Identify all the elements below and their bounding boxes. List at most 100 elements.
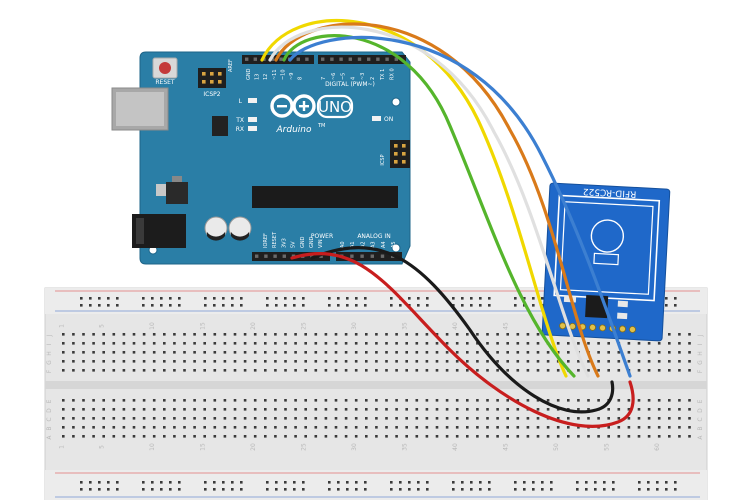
terminal-hole (365, 333, 368, 336)
column-label: 35 (402, 443, 409, 451)
icsp-pin[interactable] (394, 144, 398, 148)
rail-hole (656, 488, 659, 491)
header-pin[interactable] (273, 254, 277, 258)
header-pin[interactable] (385, 57, 389, 61)
rail-hole (213, 297, 216, 300)
rail-hole (594, 481, 597, 484)
regulator-tab (172, 176, 182, 182)
icsp2-pin[interactable] (210, 80, 214, 84)
terminal-hole (233, 417, 237, 420)
rail-hole (302, 304, 305, 307)
rfid-pin[interactable] (559, 322, 567, 330)
header-pin[interactable] (370, 254, 374, 258)
wire-green[interactable] (282, 34, 576, 378)
header-pin[interactable] (279, 57, 283, 61)
digital-pin-label: ~11 (272, 69, 278, 80)
header-pin[interactable] (310, 254, 314, 258)
wire-yellow[interactable] (260, 19, 568, 378)
header-pin[interactable] (305, 57, 309, 61)
header-pin[interactable] (380, 254, 385, 258)
terminal-hole (455, 435, 459, 438)
terminal-hole (496, 435, 499, 438)
rail-hole (364, 481, 367, 484)
icsp2-pin[interactable] (218, 80, 222, 84)
wire-black-gnd[interactable] (310, 246, 615, 414)
icsp2-pin[interactable] (202, 80, 206, 84)
rail-hole (80, 304, 83, 307)
rail-hole (665, 488, 668, 491)
terminal-hole (425, 369, 429, 372)
terminal-hole (577, 360, 580, 363)
terminal-hole (688, 342, 691, 345)
header-pin[interactable] (264, 254, 268, 258)
icsp-pin[interactable] (402, 152, 406, 156)
terminal-hole (183, 408, 186, 411)
header-pin[interactable] (348, 57, 352, 61)
terminal-hole (213, 351, 217, 354)
header-pin[interactable] (245, 57, 249, 61)
header-pin[interactable] (350, 254, 354, 258)
header-pin[interactable] (360, 254, 364, 258)
rfid-pin[interactable] (599, 324, 606, 332)
terminal-hole (294, 342, 297, 345)
icsp2-pin[interactable] (210, 72, 214, 76)
terminal-hole (486, 399, 489, 402)
terminal-hole (193, 426, 196, 429)
icsp-pin[interactable] (402, 160, 406, 164)
header-pin[interactable] (253, 57, 257, 61)
terminal-hole (294, 333, 297, 336)
row-label: F (697, 369, 704, 373)
terminal-hole (173, 399, 176, 402)
header-pin[interactable] (330, 57, 334, 61)
rfid-pin[interactable] (619, 325, 626, 333)
header-pin[interactable] (321, 57, 325, 61)
terminal-hole (203, 369, 206, 372)
rail-hole (461, 488, 464, 491)
icsp-pin[interactable] (394, 152, 398, 156)
terminal-hole (637, 360, 641, 363)
terminal-hole (314, 399, 318, 402)
rfid-pin[interactable] (589, 323, 596, 331)
header-pin[interactable] (376, 57, 380, 61)
terminal-hole (223, 426, 227, 429)
header-pin[interactable] (270, 57, 275, 61)
on-label: ON (384, 116, 393, 123)
header-pin[interactable] (282, 254, 286, 258)
icsp2-pin[interactable] (202, 72, 206, 76)
terminal-hole (264, 351, 267, 354)
wire-white[interactable] (268, 25, 590, 378)
row-label: B (697, 426, 704, 430)
rail-hole (665, 297, 668, 300)
terminal-hole (233, 333, 237, 336)
terminal-hole (173, 342, 176, 345)
rail-hole (603, 488, 606, 491)
terminal-hole (476, 360, 479, 363)
terminal-hole (567, 351, 570, 354)
terminal-hole (496, 399, 499, 402)
wire-blue[interactable] (288, 35, 632, 378)
header-pin[interactable] (255, 254, 259, 258)
icsp2-pin[interactable] (218, 72, 222, 76)
icsp-pin[interactable] (394, 160, 398, 164)
terminal-hole (546, 369, 550, 372)
terminal-hole (445, 351, 449, 354)
rail-hole (222, 297, 225, 300)
header-pin[interactable] (357, 57, 362, 61)
header-pin[interactable] (339, 57, 343, 61)
analog-header (336, 252, 402, 261)
icsp-pin[interactable] (402, 144, 406, 148)
terminal-hole (536, 360, 540, 363)
icsp2-pins (202, 72, 222, 84)
header-pin[interactable] (367, 57, 371, 61)
row-label: E (697, 399, 704, 403)
terminal-hole (567, 399, 570, 402)
wire-red-3v3[interactable] (290, 252, 635, 428)
terminal-hole (476, 426, 479, 429)
rfid-pin[interactable] (629, 326, 636, 333)
header-pin[interactable] (296, 57, 300, 61)
reset-button[interactable] (159, 62, 171, 74)
header-pin[interactable] (394, 57, 398, 61)
digital-pin-label: ~3 (360, 73, 366, 80)
terminal-hole (92, 342, 95, 345)
terminal-hole (264, 417, 267, 420)
